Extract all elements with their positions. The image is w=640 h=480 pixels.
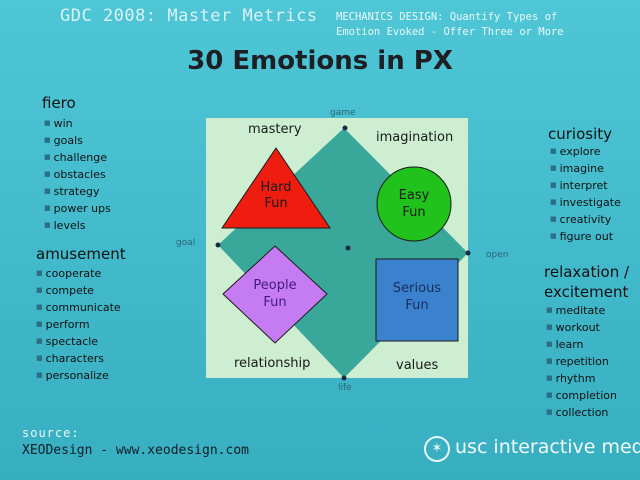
quadrant-imagination: imagination: [376, 130, 454, 145]
axis-label-open: open: [486, 250, 509, 260]
list-item: goals: [44, 132, 111, 149]
list-item: strategy: [44, 183, 111, 200]
axis-label-game: game: [330, 108, 356, 118]
axis-label-goal: goal: [176, 238, 196, 248]
list-item: investigate: [550, 194, 621, 211]
topic-line-2: Emotion Evoked - Offer Three or More: [336, 26, 564, 38]
easy-fun-label: Easy Fun: [398, 188, 430, 220]
org-name: usc interactive medi: [455, 436, 640, 458]
easy-fun-circle: [376, 166, 452, 242]
list-item: figure out: [550, 228, 621, 245]
list-item: imagine: [550, 160, 621, 177]
axis-dot-center: [345, 245, 351, 251]
axis-dot-bottom: [341, 375, 347, 381]
list-item: perform: [36, 316, 121, 333]
amusement-list: cooperate compete communicate perform sp…: [36, 265, 121, 384]
list-item: collection: [546, 404, 617, 421]
list-item: explore: [550, 143, 621, 160]
list-item: win: [44, 115, 111, 132]
list-item: levels: [44, 217, 111, 234]
category-fiero: fiero: [42, 94, 76, 112]
list-item: spectacle: [36, 333, 121, 350]
hard-fun-label: Hard Fun: [260, 180, 292, 211]
topic-subtitle: MECHANICS DESIGN: Quantify Types of Emot…: [336, 10, 636, 40]
category-relaxation-line-1: relaxation /: [544, 263, 630, 281]
list-item: power ups: [44, 200, 111, 217]
list-item: cooperate: [36, 265, 121, 282]
list-item: communicate: [36, 299, 121, 316]
fiero-list: win goals challenge obstacles strategy p…: [44, 115, 111, 234]
slide-title: 30 Emotions in PX: [187, 46, 453, 76]
quadrant-relationship: relationship: [234, 356, 311, 371]
relaxation-list: meditate workout learn repetition rhythm…: [546, 302, 617, 421]
list-item: meditate: [546, 302, 617, 319]
list-item: workout: [546, 319, 617, 336]
list-item: repetition: [546, 353, 617, 370]
list-item: completion: [546, 387, 617, 404]
topic-line-1: MECHANICS DESIGN: Quantify Types of: [336, 11, 558, 23]
list-item: obstacles: [44, 166, 111, 183]
list-item: rhythm: [546, 370, 617, 387]
axis-label-life: life: [338, 383, 352, 393]
list-item: creativity: [550, 211, 621, 228]
list-item: learn: [546, 336, 617, 353]
category-curiosity: curiosity: [548, 125, 613, 143]
category-amusement: amusement: [36, 245, 126, 263]
axis-dot-left: [215, 242, 221, 248]
list-item: personalize: [36, 367, 121, 384]
list-item: challenge: [44, 149, 111, 166]
serious-fun-label: Serious Fun: [392, 281, 442, 313]
usc-logo-icon: ✶: [424, 436, 450, 462]
serious-fun-square: [375, 258, 459, 342]
people-fun-label: People Fun: [253, 278, 297, 310]
people-fun-diamond: [222, 245, 328, 344]
axis-dot-top: [342, 125, 348, 131]
category-relaxation-line-2: excitement: [544, 283, 629, 301]
quadrant-values: values: [396, 358, 439, 373]
axis-dot-right: [465, 250, 471, 256]
conference-title: GDC 2008: Master Metrics: [60, 6, 318, 26]
curiosity-list: explore imagine interpret investigate cr…: [550, 143, 621, 245]
list-item: interpret: [550, 177, 621, 194]
source-site: XEODesign - www.xeodesign.com: [22, 443, 249, 458]
hard-fun-triangle: [221, 147, 331, 229]
list-item: compete: [36, 282, 121, 299]
list-item: characters: [36, 350, 121, 367]
source-label: source:: [22, 426, 80, 440]
quadrant-mastery: mastery: [248, 122, 302, 137]
